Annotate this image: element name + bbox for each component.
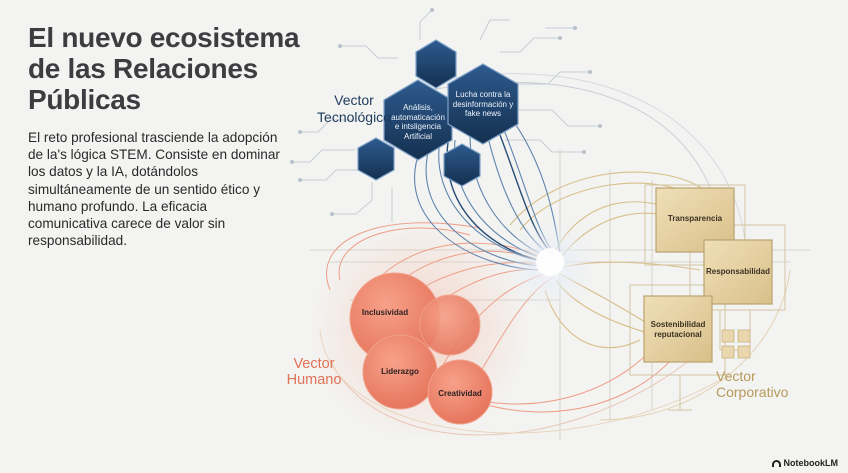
brand-name: NotebookLM <box>784 458 839 468</box>
hex-small-top <box>416 40 456 88</box>
center-core <box>536 248 564 276</box>
circle-inclusividad-label: Inclusividad <box>355 308 415 317</box>
circle-extra <box>420 295 480 355</box>
title-line: El nuevo ecosistema <box>28 22 328 53</box>
brand-watermark: NotebookLM <box>772 458 839 468</box>
circle-creatividad-label: Creatividad <box>430 389 490 398</box>
notebooklm-logo-icon <box>772 460 781 467</box>
hex-disinformation-label: Lucha contra la desinformación y fake ne… <box>452 90 514 119</box>
hex-small-left <box>358 138 394 180</box>
title-line: de las Relaciones <box>28 53 328 84</box>
circle-liderazgo-label: Liderazgo <box>370 367 430 376</box>
square-transparencia-label: Transparencia <box>656 214 734 224</box>
page-title: El nuevo ecosistema de las Relaciones Pú… <box>28 22 328 115</box>
description-text: El reto profesional trasciende la adopci… <box>28 129 290 249</box>
small-gold-blocks <box>722 330 750 358</box>
square-sostenibilidad-label: Sostenibilidad reputacional <box>644 320 712 340</box>
square-responsabilidad-label: Responsabilidad <box>700 267 776 277</box>
title-line: Públicas <box>28 84 328 115</box>
vector-humano-label: Vector Humano <box>266 356 362 388</box>
vector-corporativo-label: Vector Corporativo <box>716 369 822 400</box>
hex-analysis-label: Análisis, automaticación e intsligencia … <box>388 103 448 141</box>
